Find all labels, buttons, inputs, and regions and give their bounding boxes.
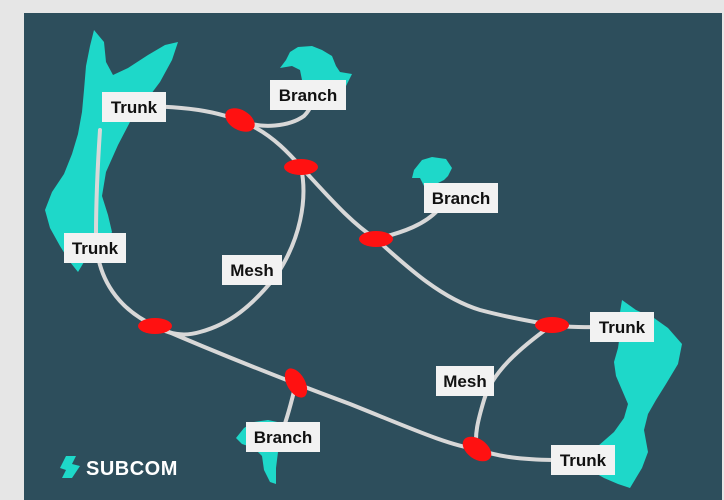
branching-unit <box>138 318 172 334</box>
label-mesh-left: Mesh <box>222 255 282 285</box>
label-text: Branch <box>254 428 313 447</box>
label-branch-bottom: Branch <box>246 422 320 452</box>
label-text: Trunk <box>72 239 119 258</box>
label-text: Mesh <box>443 372 486 391</box>
branching-unit <box>359 231 393 247</box>
branching-unit <box>535 317 569 333</box>
cable-mesh-right <box>473 323 554 451</box>
label-text: Trunk <box>560 451 607 470</box>
landmass-left <box>45 30 178 272</box>
label-branch-middle: Branch <box>424 183 498 213</box>
landmass-middle-branch <box>412 157 452 186</box>
cable-trunk-bottom <box>153 324 562 462</box>
logo-text: SUBCOM <box>86 458 178 480</box>
label-trunk-bottom-right: Trunk <box>551 445 615 475</box>
label-text: Branch <box>279 86 338 105</box>
branching-units <box>138 108 569 462</box>
label-branch-top: Branch <box>270 80 346 110</box>
label-trunk-right: Trunk <box>590 312 654 342</box>
label-mesh-right: Mesh <box>436 366 494 396</box>
label-trunk-top-left: Trunk <box>102 92 166 122</box>
label-text: Branch <box>432 189 491 208</box>
subcom-logo: SUBCOM <box>60 456 178 480</box>
landmass-right <box>582 300 682 488</box>
label-text: Trunk <box>111 98 158 117</box>
label-text: Trunk <box>599 318 646 337</box>
branching-unit <box>284 368 308 398</box>
branching-unit <box>225 108 255 132</box>
label-text: Mesh <box>230 261 273 280</box>
subcom-logo-icon <box>60 456 80 478</box>
branching-unit <box>284 159 318 175</box>
label-trunk-left: Trunk <box>64 233 126 263</box>
branching-unit <box>462 436 492 462</box>
